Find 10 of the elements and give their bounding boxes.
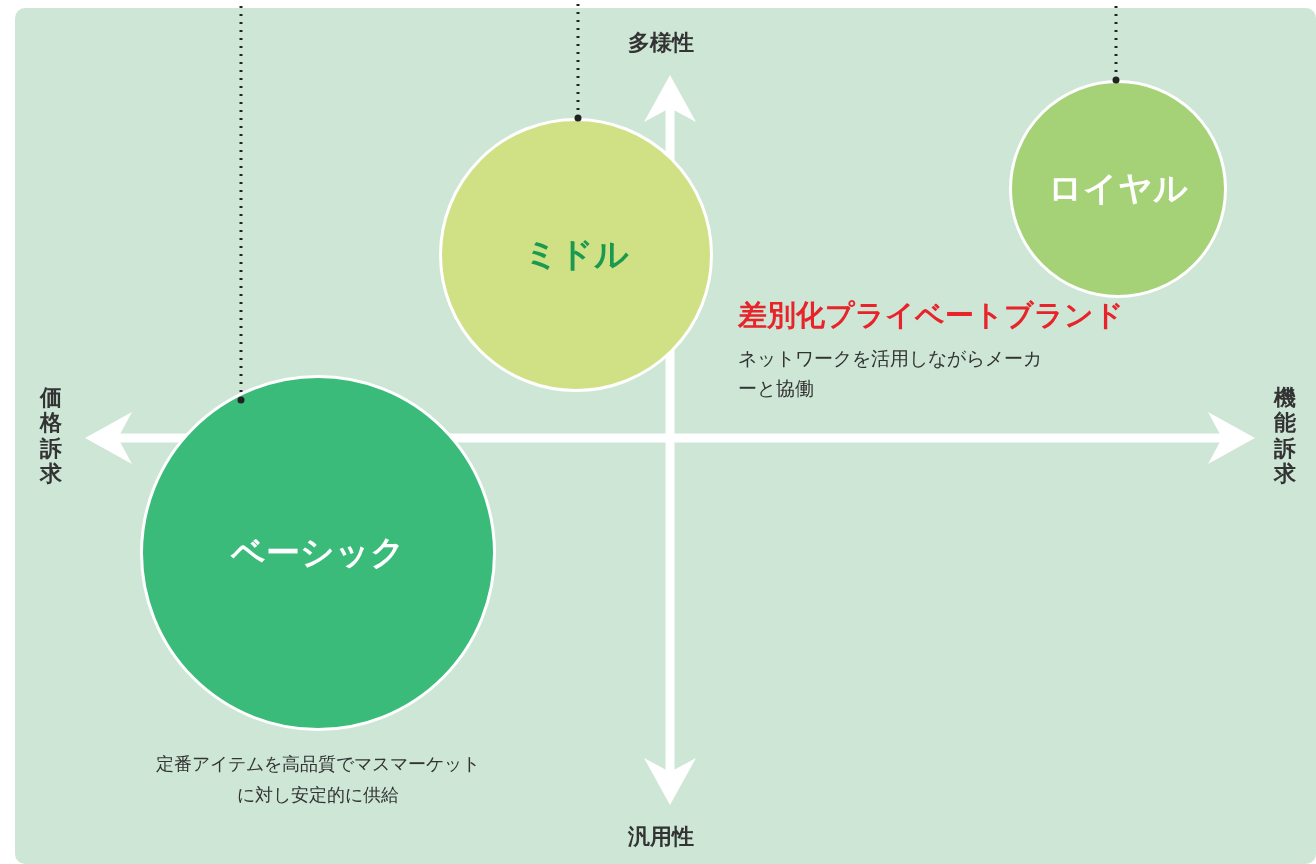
category-label: ミドル — [523, 233, 629, 276]
category-label: ベーシック — [231, 531, 405, 574]
axis-label: 機能訴求 — [1274, 385, 1297, 487]
axis-label: 多様性 — [628, 29, 694, 57]
category-label: ロイヤル — [1048, 167, 1188, 210]
axis-label: 汎用性 — [628, 823, 694, 851]
description-text: 定番アイテムを高品質でマスマーケットに対し安定的に供給 — [155, 752, 481, 807]
axis-label: 価格訴求 — [40, 385, 63, 487]
description-text: ネットワークを活用しながらメーカーと協働 — [738, 346, 1043, 402]
heading-text: 差別化プライベートブランド — [738, 297, 1124, 334]
